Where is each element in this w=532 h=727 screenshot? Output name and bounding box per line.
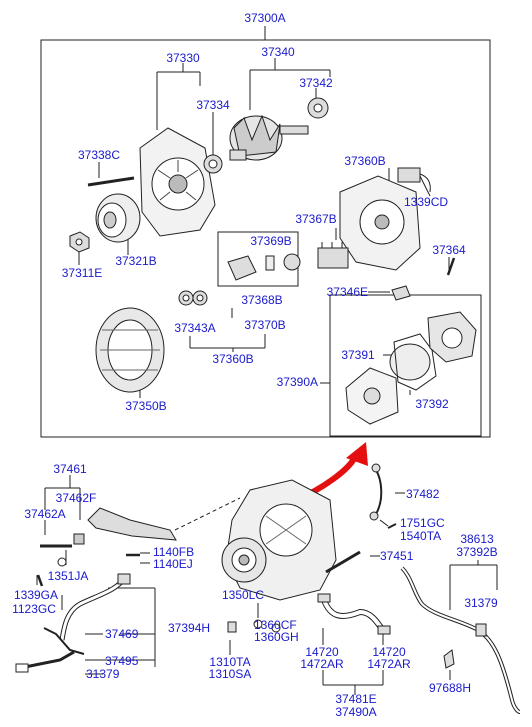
label-bolt-1751: 1751GC [400, 516, 445, 530]
label-washer-1360gh: 1360GH [254, 630, 299, 644]
label-bracket-assy: 37461 [53, 462, 87, 476]
label-clamp-14720-b: 14720 [372, 645, 406, 659]
label-nut-1310sa: 1310SA [208, 667, 252, 681]
label-bearing-front: 37334 [196, 98, 230, 112]
label-vac-hose-assy: 37481E [335, 692, 377, 706]
label-clamp-14720-a: 14720 [305, 645, 339, 659]
label-regulator-assy: 37370B [244, 318, 286, 332]
label-bracket-a: 37462F [55, 491, 97, 505]
label-cable-37482: 37482 [406, 487, 440, 501]
label-regulator-kit: 37369B [250, 234, 292, 248]
label-pulley: 37321B [115, 254, 157, 268]
label-rear-bracket: 37330 [166, 51, 200, 65]
label-washer-1360cf: 1360CF [254, 618, 297, 632]
label-rotor-assembly: 37340 [261, 45, 295, 59]
label-rear-cover: 37360B [344, 154, 386, 168]
label-vacuum-pump-assy: 37390A [276, 375, 318, 389]
label-pulley-nut: 37311E [61, 266, 103, 280]
label-bolt-37364: 37364 [432, 243, 466, 257]
label-bolt-1339: 1339GA [13, 588, 59, 602]
label-bolt-1140fb: 1140FB [153, 545, 195, 559]
label-clamp-1472ar-b: 1472AR [367, 657, 411, 671]
label-vacuum-pump-body: 37391 [341, 348, 375, 362]
label-bolt-1540: 1540TA [400, 529, 442, 543]
label-nut-1310ta: 1310TA [209, 655, 251, 669]
label-pipe-37392b: 37392B [456, 545, 498, 559]
label-oil-hose-assy: 37394H [168, 621, 211, 635]
label-stud-37451: 37451 [380, 549, 414, 563]
label-bracket-b: 37462A [24, 507, 66, 521]
label-clamp-31379-right: 31379 [464, 596, 498, 610]
label-oil-hose: 37469 [105, 627, 139, 641]
label-insulator: 37343A [174, 321, 216, 335]
label-bolt-1351: 1351JA [47, 569, 89, 583]
label-vacuum-pump-cover: 37392 [415, 397, 449, 411]
label-bracket-97688: 97688H [428, 681, 472, 695]
label-connector: 1339CD [404, 195, 449, 209]
label-bolt-1140ej: 1140EJ [153, 557, 193, 571]
label-pipe-38613: 38613 [460, 532, 494, 546]
label-vac-hose-assy2: 37490A [335, 705, 377, 719]
label-main-assembly: 37300A [244, 11, 286, 25]
label-terminal: 37346E [326, 285, 368, 299]
label-hose-37495: 37495 [105, 654, 139, 668]
label-clamp-31379-left: 31379 [86, 667, 120, 681]
label-bearing-rear: 37342 [299, 76, 333, 90]
label-through-bolt: 37338C [77, 148, 121, 162]
label-bolt-1123: 1123GC [12, 602, 56, 616]
label-stator: 37350B [125, 399, 167, 413]
label-regulator-parts: 37368B [241, 293, 283, 307]
label-brush-holder: 37367B [295, 212, 337, 226]
label-rectifier-assy: 37360B [212, 352, 254, 366]
label-clamp-1472ar-a: 1472AR [300, 657, 344, 671]
label-washer-1350: 1350LC [221, 588, 265, 602]
